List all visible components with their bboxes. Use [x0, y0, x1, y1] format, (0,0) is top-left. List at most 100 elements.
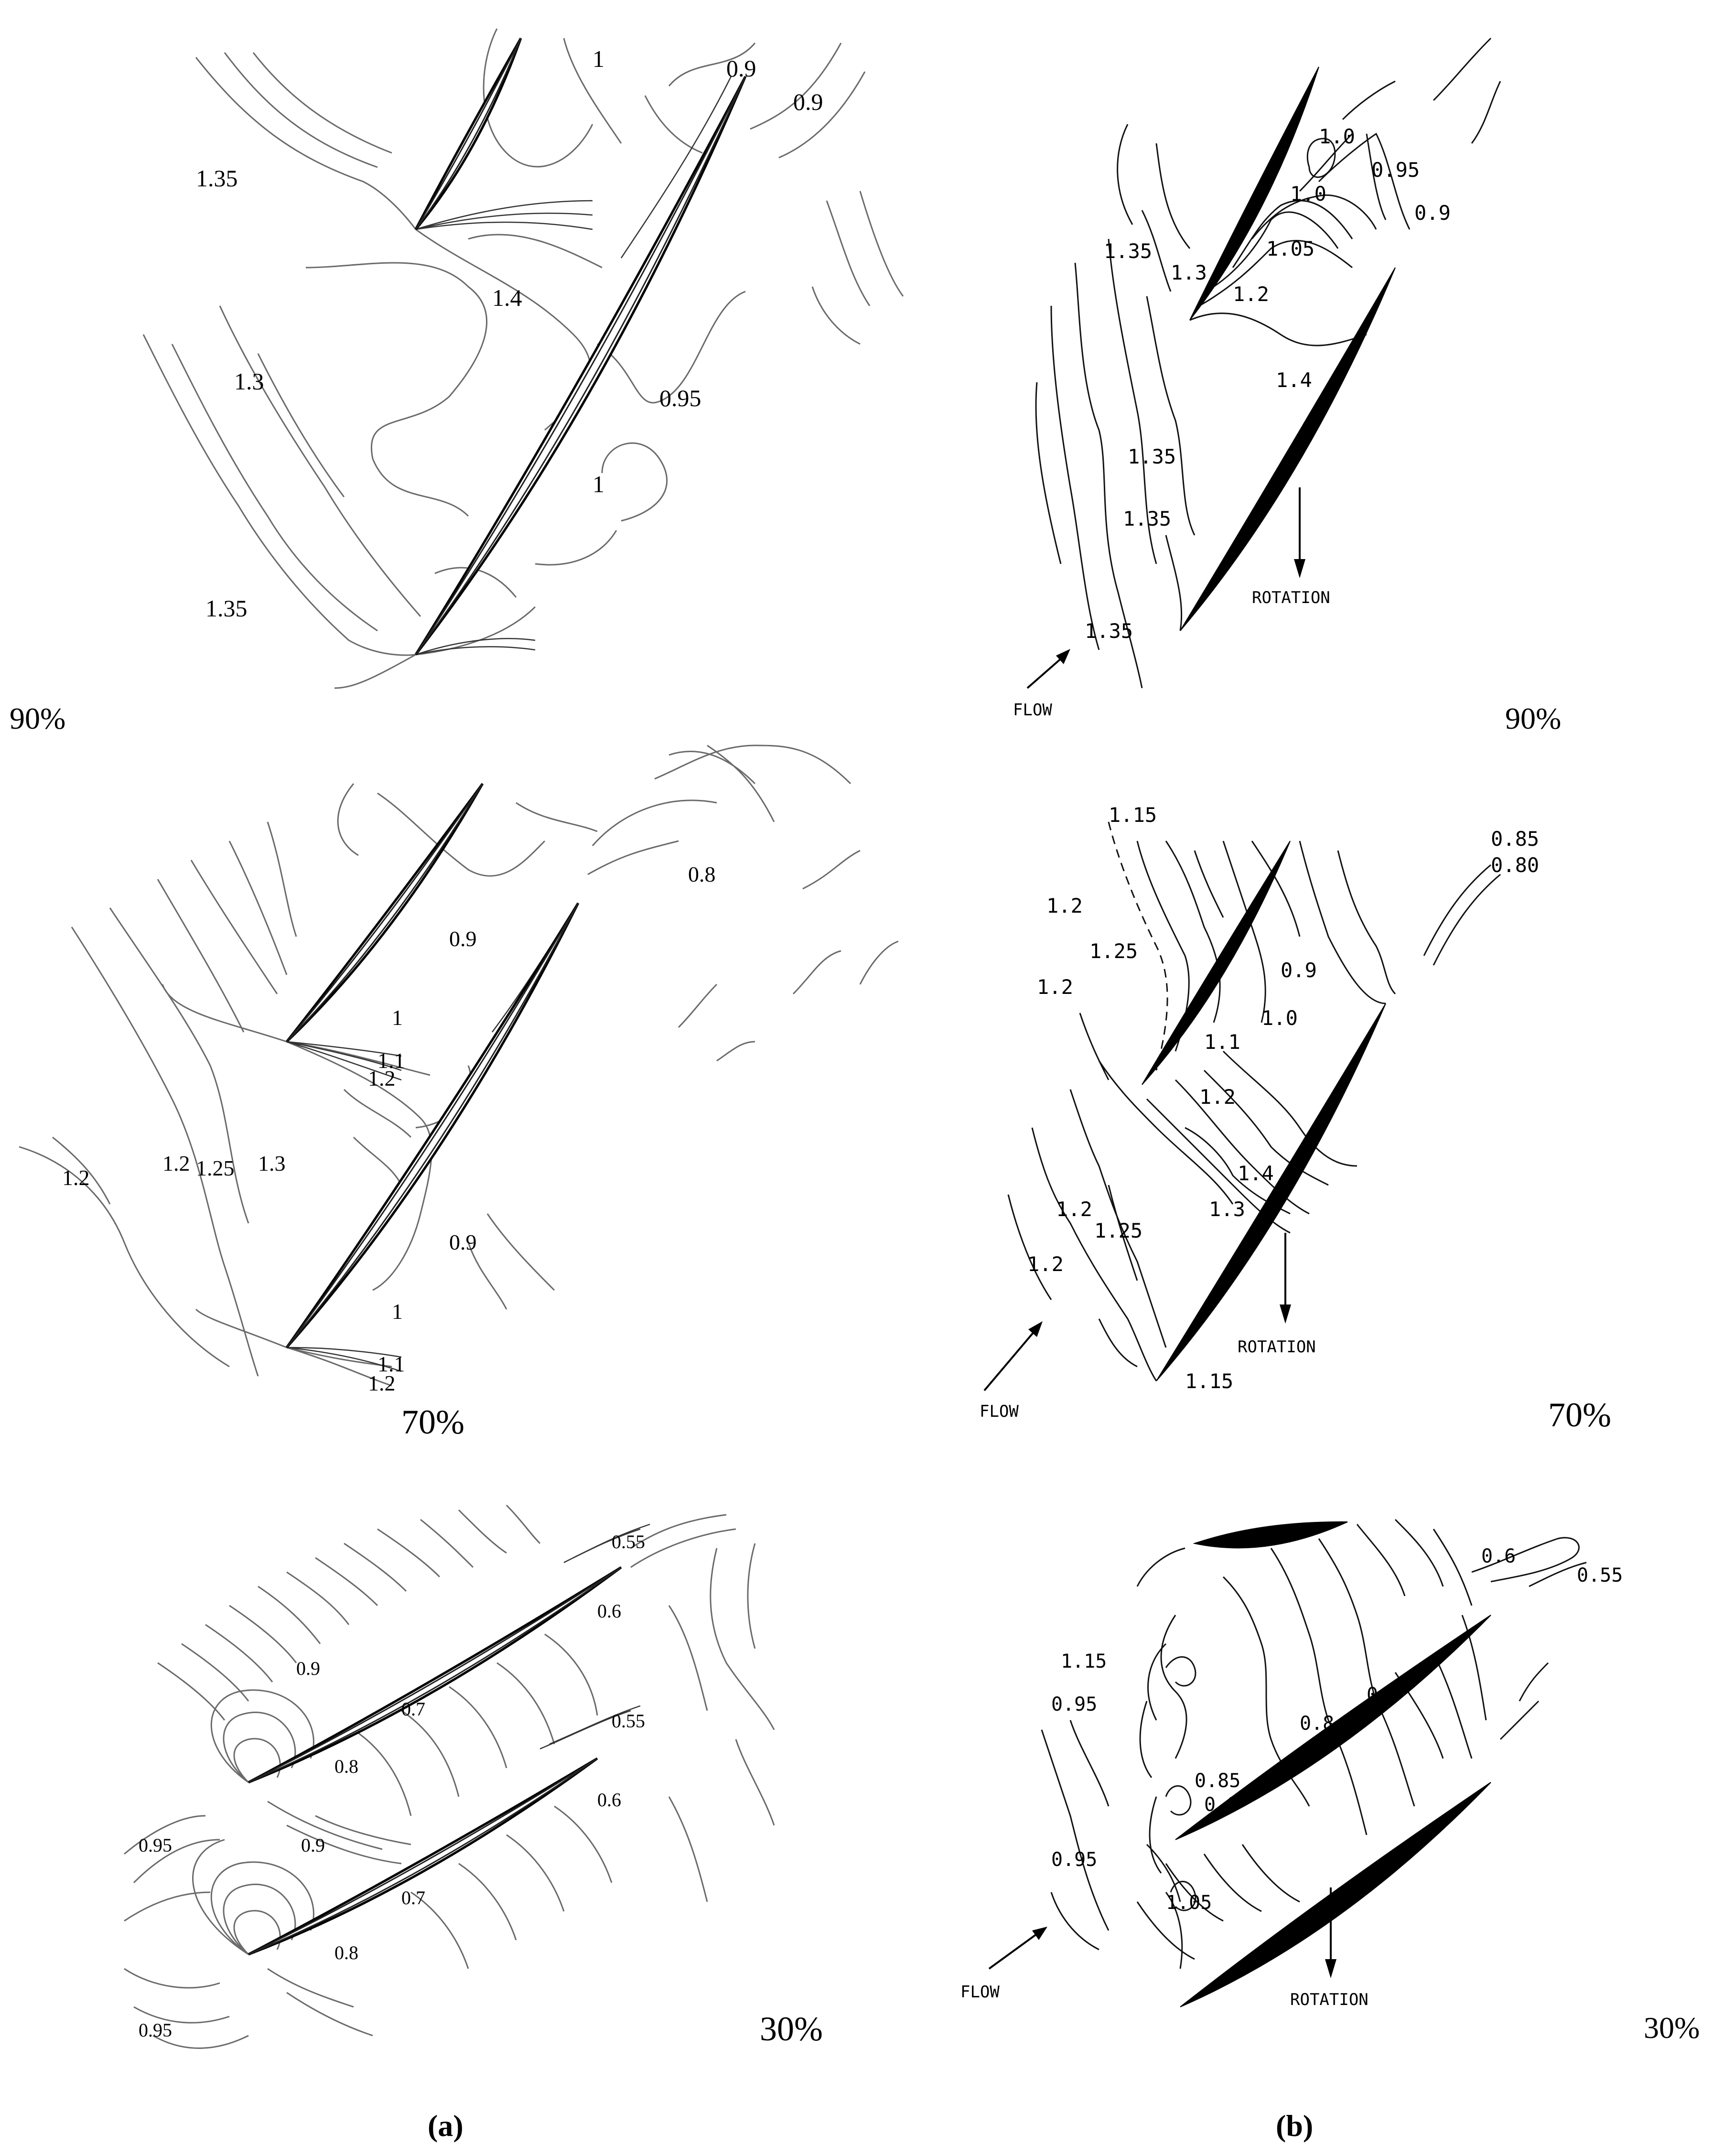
- contour-label: 1.05: [1166, 1892, 1212, 1914]
- contour-label: 0.9: [296, 1658, 320, 1679]
- blade-boundary-layer: [286, 903, 579, 1348]
- contour-label: 1.0: [1319, 125, 1355, 148]
- blade: [285, 902, 580, 1348]
- rotation-label: ROTATION: [1238, 1337, 1316, 1357]
- blades-b90: [1180, 66, 1396, 631]
- contour-label: 1.2: [368, 1066, 396, 1090]
- percent-label-a70: 70%: [401, 1403, 464, 1441]
- contours-a70: [19, 744, 899, 1387]
- contour-label: 1.3: [1209, 1197, 1245, 1221]
- contour-label: 0.95: [1051, 1849, 1097, 1871]
- contour-label: 0.9: [449, 1230, 477, 1254]
- contour-label: 0.55: [1577, 1564, 1623, 1586]
- contour-label: 0.9: [1414, 201, 1451, 225]
- panel-b30: ROTATION FLOW 0.6 0.55 1.15 0.95 0.7 0.8…: [960, 1519, 1700, 2045]
- contour-label: 1.15: [1109, 803, 1157, 827]
- contour-label: 1.35: [1085, 619, 1133, 643]
- blade: [286, 783, 484, 1043]
- contour-label: 1.4: [492, 284, 522, 311]
- blades-a30: [248, 1566, 622, 1956]
- contour-label: 0.7: [1367, 1684, 1401, 1706]
- contour-label: 1.15: [1185, 1369, 1233, 1393]
- blade-boundary-layer: [248, 1566, 622, 1783]
- contour-label: 1.3: [1171, 261, 1207, 284]
- contour-label: 1.25: [1089, 939, 1138, 963]
- contour-labels-a90: 1 0.9 0.9 1.35 1.4 1.3 0.95 1 1.35: [196, 45, 823, 622]
- contour-label: 1.35: [196, 165, 238, 192]
- blade: [248, 1757, 598, 1956]
- percent-label-b90: 90%: [1505, 701, 1561, 735]
- contour-label: 0.8: [334, 1756, 358, 1777]
- caption-a: (a): [428, 2109, 463, 2143]
- blade: [1180, 1782, 1491, 2007]
- blade-boundary-layer: [415, 38, 522, 230]
- contour-label: 1: [392, 1005, 403, 1030]
- flow-arrow-b70: FLOW: [980, 1321, 1043, 1421]
- contour-label: 0.8: [688, 862, 716, 886]
- contour-label: 1.2: [1027, 1252, 1064, 1276]
- contour-label: 1.2: [162, 1151, 190, 1175]
- flow-label: FLOW: [1013, 701, 1052, 720]
- contour-label: 1: [593, 471, 604, 497]
- blade: [414, 37, 522, 230]
- contour-label: 1.3: [234, 368, 264, 395]
- contour-label: 0.95: [139, 2019, 172, 2041]
- contours-a30: [124, 1504, 775, 2049]
- percent-label-a30: 30%: [760, 2010, 823, 2048]
- contour-labels-b30: 0.6 0.55 1.15 0.95 0.7 0.8 0.85 0.9 0.95…: [1051, 1545, 1623, 1914]
- contour-label: 1.35: [1123, 507, 1171, 530]
- contour-label: 0.9: [793, 88, 823, 115]
- rotation-arrow-b30: ROTATION: [1290, 1887, 1368, 2009]
- contour-label: 0.95: [1371, 158, 1420, 182]
- contour-label: 0.80: [1491, 853, 1539, 877]
- contour-labels-a70: 0.8 0.9 1 1.1 1.2 1.2 1.2 1.25 1.3 0.9 1…: [62, 862, 716, 1395]
- contour-label: 1.25: [196, 1156, 235, 1180]
- contour-labels-b90: 1.0 0.95 1.0 0.9 1.35 1.3 1.05 1.2 1.4 1…: [1085, 125, 1451, 643]
- contour-label: 0.9: [1281, 959, 1317, 982]
- percent-label-b70: 70%: [1548, 1396, 1611, 1434]
- contour-label: 1.05: [1266, 237, 1315, 260]
- rotation-arrow-b90: ROTATION: [1252, 487, 1330, 607]
- blade: [1189, 66, 1319, 321]
- contour-label: 0.7: [401, 1887, 425, 1908]
- blade: [1142, 841, 1291, 1085]
- contour-label: 1.0: [1290, 182, 1326, 205]
- contour-label: 0.8: [1300, 1713, 1334, 1735]
- contour-label: 0.9: [301, 1834, 325, 1856]
- blades-b70: [1142, 841, 1386, 1381]
- contour-label: 0.85: [1491, 827, 1539, 851]
- contours-b30: [1041, 1519, 1587, 1969]
- contour-label: 0.6: [597, 1789, 621, 1811]
- contour-label: 1.2: [1037, 975, 1073, 999]
- contour-label: 0.95: [1051, 1693, 1097, 1715]
- contour-label: 1.4: [1238, 1162, 1274, 1185]
- contour-label: 1.35: [1104, 239, 1152, 263]
- percent-label-b30: 30%: [1644, 2011, 1700, 2045]
- shock-a30: [539, 1523, 650, 1750]
- contour-label: 0.9: [726, 55, 756, 82]
- contour-label: 0.7: [401, 1698, 425, 1720]
- blade: [1175, 1615, 1491, 1840]
- contour-label: 1.15: [1061, 1650, 1107, 1672]
- contour-label: 1.3: [258, 1151, 286, 1175]
- panel-a90: 1 0.9 0.9 1.35 1.4 1.3 0.95 1 1.35 90%: [10, 28, 904, 735]
- contour-label: 1.2: [1199, 1085, 1236, 1109]
- rotation-label: ROTATION: [1290, 1990, 1368, 2009]
- contour-label: 1.2: [1046, 894, 1083, 917]
- contour-label: 0.55: [612, 1710, 645, 1732]
- contour-label: 0.55: [612, 1531, 645, 1552]
- contours-a90: [142, 28, 904, 689]
- panel-b90: ROTATION FLOW 1.0 0.95 1.0 0.9 1.35 1.3 …: [1013, 37, 1561, 735]
- contour-label: 1.2: [1233, 282, 1269, 306]
- contour-label: 1.2: [368, 1371, 396, 1395]
- contour-label: 0.85: [1195, 1770, 1240, 1792]
- contour-label: 1.2: [1056, 1197, 1092, 1221]
- rotation-arrow-b70: ROTATION: [1238, 1233, 1316, 1357]
- caption-b: (b): [1276, 2109, 1313, 2143]
- panel-b70: ROTATION FLOW 1.15 0.85 0.80 1.2 1.25 1.…: [980, 803, 1611, 1434]
- blade: [1180, 267, 1396, 631]
- panel-a30: 0.55 0.6 0.9 0.7 0.8 0.55 0.95 0.9 0.6 0…: [124, 1504, 823, 2049]
- contour-label: 1.35: [1128, 445, 1176, 468]
- blade-boundary-layer: [286, 783, 484, 1043]
